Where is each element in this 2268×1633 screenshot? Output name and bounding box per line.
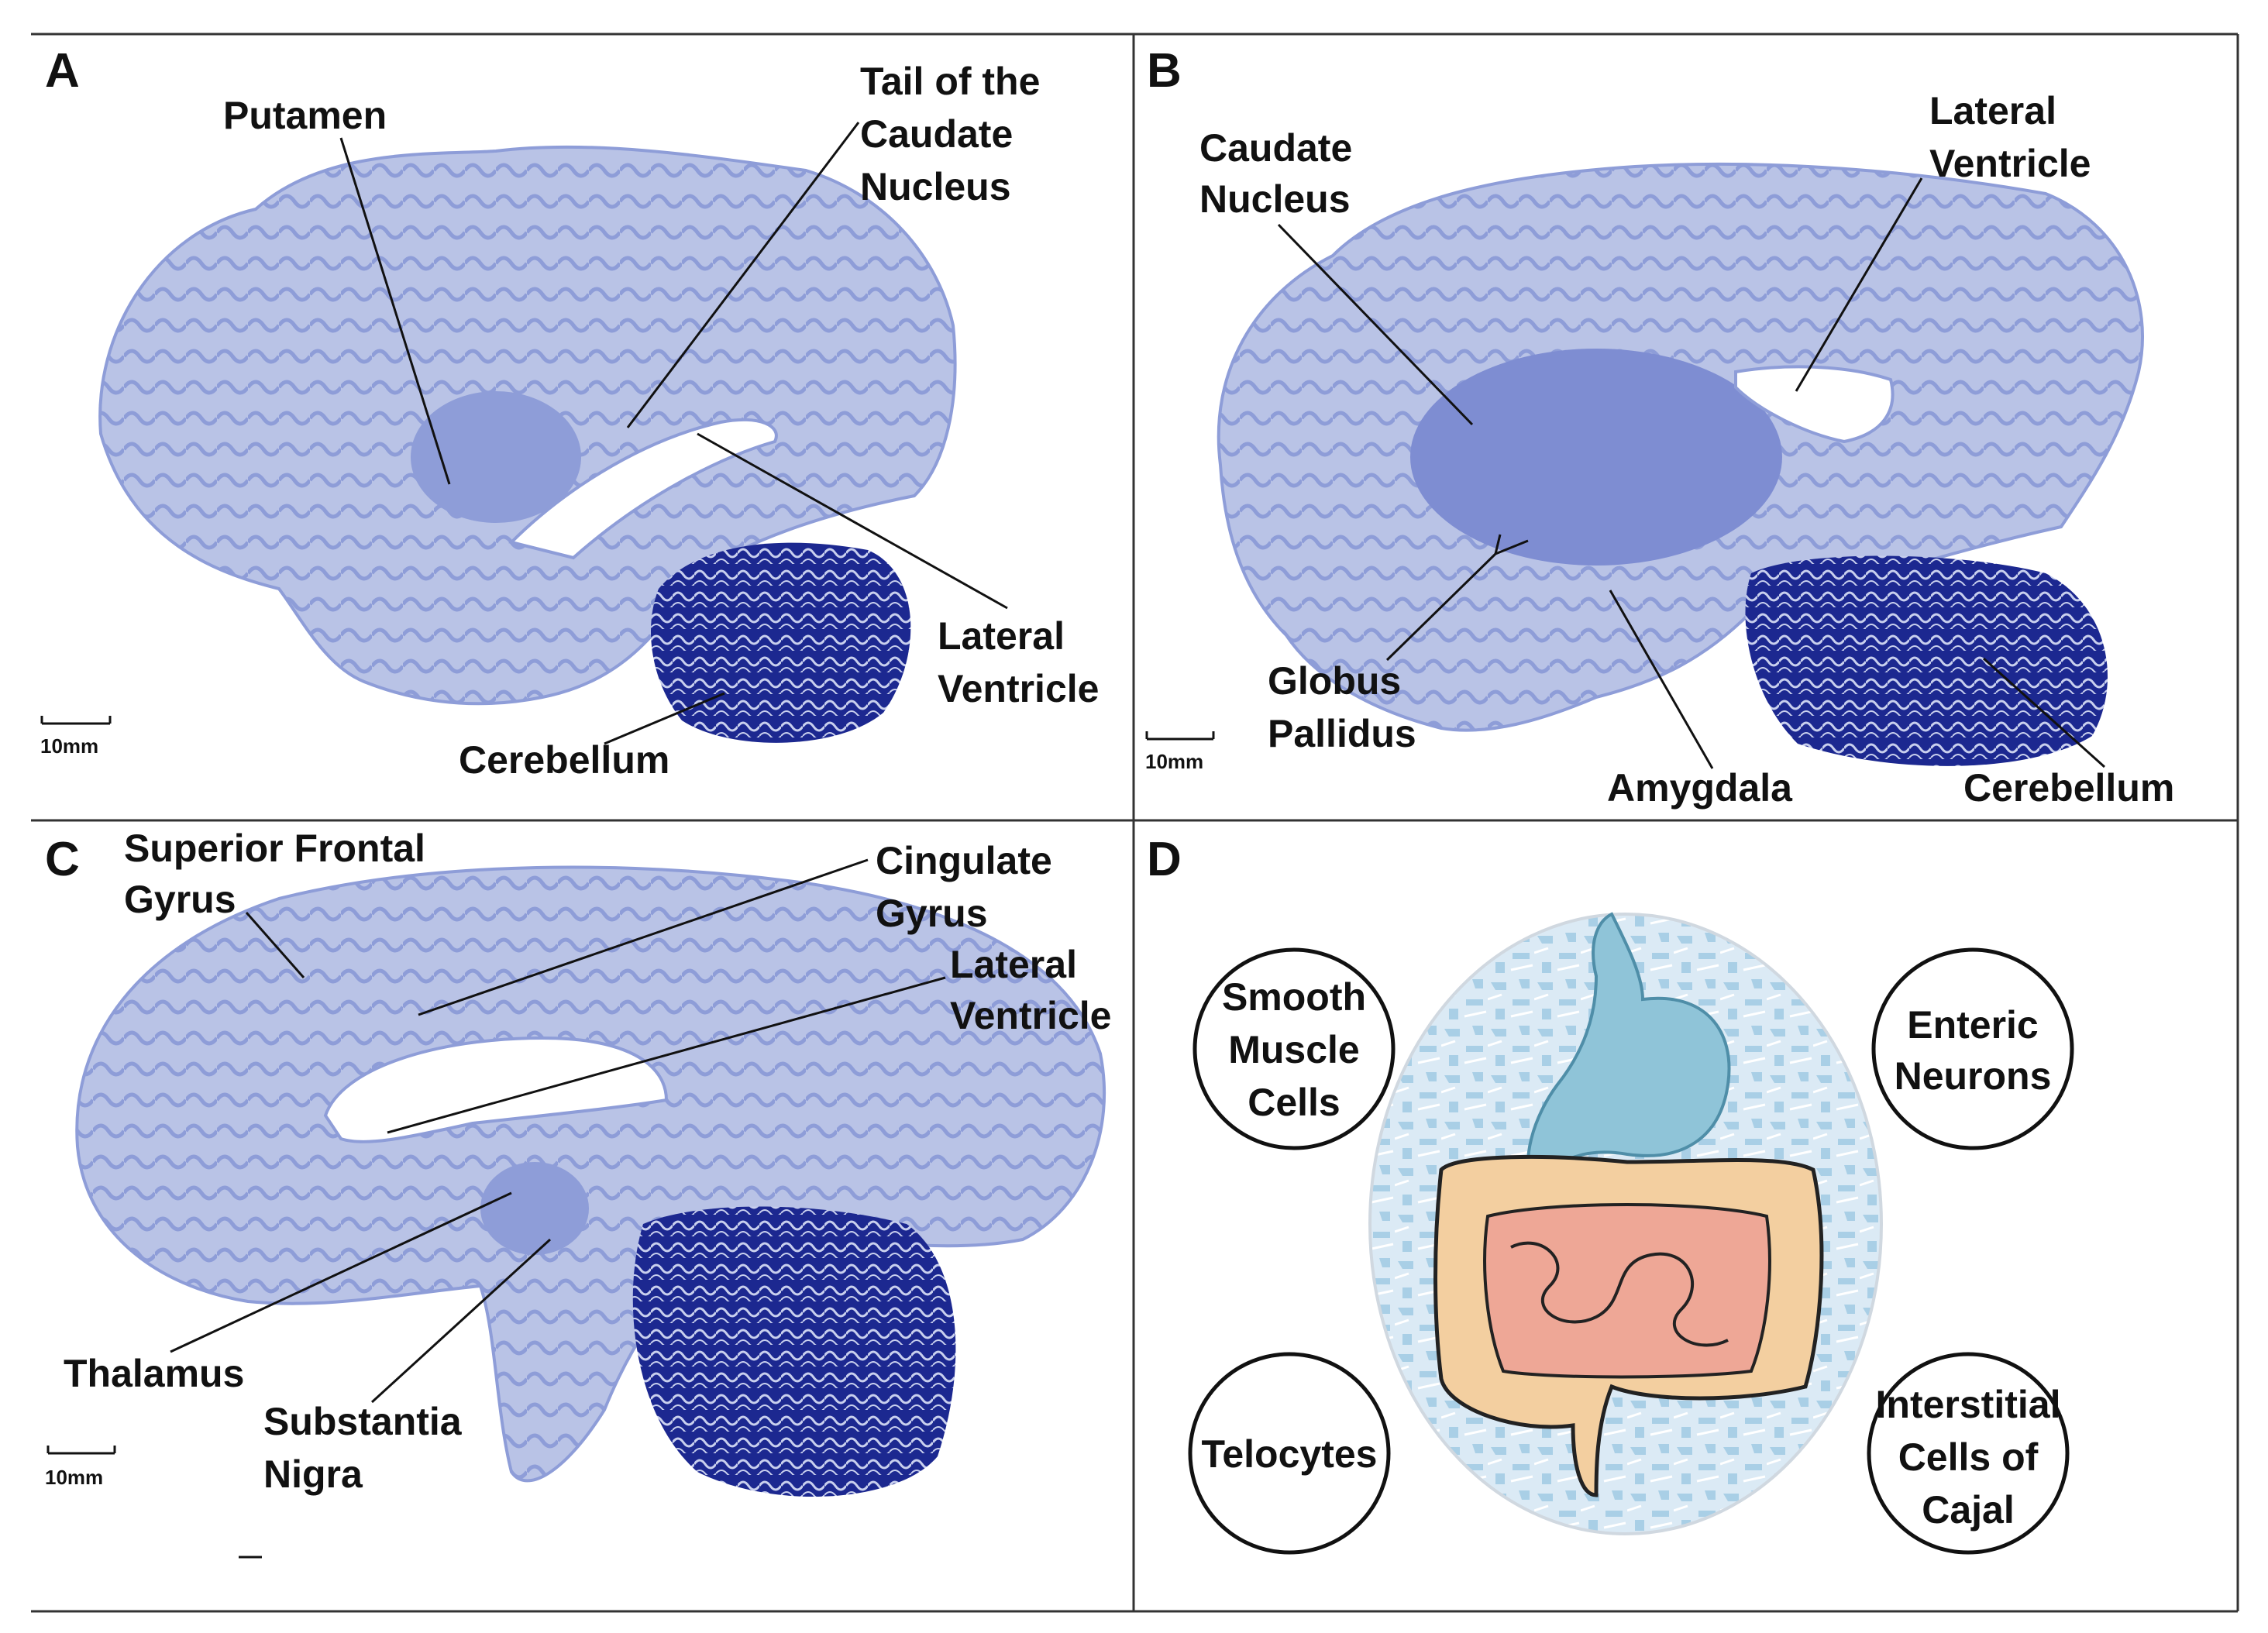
label-tail-caudate-1: Tail of the	[860, 60, 1040, 103]
cerebellum-c	[632, 1206, 956, 1497]
scale-label-c: 10mm	[45, 1466, 103, 1489]
cell-circle-smooth-muscle: Smooth Muscle Cells	[1193, 947, 1396, 1150]
cell-circle-telocytes: Telocytes	[1188, 1352, 1391, 1555]
cell-label-icc-3: Cajal	[1922, 1488, 2015, 1532]
label-tail-caudate-2: Caudate	[860, 112, 1013, 156]
scale-label-b: 10mm	[1145, 750, 1203, 773]
leader-lines-b	[1277, 177, 2106, 769]
putamen-region	[411, 391, 581, 523]
label-caudate-1: Caudate	[1199, 126, 1352, 170]
panel-a: A Putamen Tail of the Caudate Nucleus La…	[40, 44, 1099, 782]
label-superior-frontal-1: Superior Frontal	[124, 827, 425, 870]
label-putamen: Putamen	[223, 94, 387, 137]
cell-label-icc-1: Interstitial	[1876, 1383, 2061, 1426]
gi-tract-illustration	[1368, 912, 1883, 1535]
panel-d-letter: D	[1147, 833, 1182, 886]
panel-c: C Superior Frontal Gyrus Cingulate Gyrus…	[45, 827, 1111, 1559]
panel-b-letter: B	[1147, 44, 1182, 98]
label-cerebellum-a: Cerebellum	[459, 738, 669, 782]
label-amygdala: Amygdala	[1607, 766, 1793, 810]
label-substantia-nigra-2: Nigra	[263, 1453, 363, 1496]
label-substantia-nigra-1: Substantia	[263, 1400, 463, 1443]
cell-label-enteric-1: Enteric	[1907, 1003, 2039, 1047]
label-cerebellum-b: Cerebellum	[1963, 766, 2174, 810]
cell-label-smooth-2: Muscle	[1228, 1028, 1360, 1071]
label-globus-pallidus-1: Globus	[1268, 659, 1401, 703]
stomach	[1526, 912, 1731, 1197]
label-lateral-ventricle-a-2: Ventricle	[938, 667, 1099, 710]
label-superior-frontal-2: Gyrus	[124, 878, 236, 921]
cell-circle-icc: Interstitial Cells of Cajal	[1867, 1352, 2070, 1555]
panel-d: D Smooth Muscle Cells Enteric Neurons Te…	[1147, 833, 2074, 1555]
intestinal-loops	[1510, 1241, 1729, 1347]
lateral-ventricle-a	[508, 418, 778, 560]
scale-bar-c: 10mm	[45, 1446, 116, 1489]
leader-lines-c	[170, 858, 946, 1404]
panel-grid	[31, 33, 2239, 1613]
label-tail-caudate-3: Nucleus	[860, 165, 1011, 208]
label-lateral-ventricle-c-2: Ventricle	[950, 994, 1111, 1037]
panel-a-brain-section	[98, 145, 957, 743]
label-lateral-ventricle-c-1: Lateral	[950, 943, 1077, 986]
cell-label-icc-2: Cells of	[1898, 1435, 2039, 1479]
leader-lines-a	[339, 122, 1008, 745]
thalamus-region	[480, 1162, 589, 1255]
panel-c-brain-section	[75, 865, 1106, 1497]
cell-label-smooth-1: Smooth	[1222, 975, 1366, 1019]
panel-a-letter: A	[45, 44, 80, 98]
lateral-ventricle-c	[323, 1036, 669, 1143]
scale-bar-b: 10mm	[1145, 731, 1215, 773]
small-intestine	[1483, 1203, 1771, 1379]
label-lateral-ventricle-b-2: Ventricle	[1929, 142, 2091, 185]
label-cingulate-2: Gyrus	[876, 892, 988, 935]
label-thalamus: Thalamus	[64, 1352, 244, 1395]
lateral-ventricle-b	[1734, 365, 1895, 444]
panel-c-letter: C	[45, 833, 80, 886]
basal-ganglia-region	[1410, 349, 1782, 566]
cell-label-telocytes: Telocytes	[1202, 1432, 1378, 1476]
label-caudate-2: Nucleus	[1199, 177, 1351, 221]
cell-label-enteric-2: Neurons	[1895, 1054, 2052, 1098]
cell-circle-enteric-neurons: Enteric Neurons	[1871, 947, 2074, 1150]
scale-label-a: 10mm	[40, 734, 98, 758]
label-cingulate-1: Cingulate	[876, 839, 1052, 882]
cerebellum-a	[651, 542, 911, 743]
panel-b: B Caudate Nucleus Lateral Ventricle Glob…	[1145, 44, 2174, 810]
cerebellum-b	[1745, 555, 2108, 766]
label-lateral-ventricle-a-1: Lateral	[938, 614, 1065, 658]
label-globus-pallidus-2: Pallidus	[1268, 712, 1416, 755]
panel-b-brain-section	[1217, 162, 2144, 766]
cell-label-smooth-3: Cells	[1248, 1081, 1340, 1124]
scale-bar-a: 10mm	[40, 716, 112, 758]
label-lateral-ventricle-b-1: Lateral	[1929, 89, 2056, 132]
